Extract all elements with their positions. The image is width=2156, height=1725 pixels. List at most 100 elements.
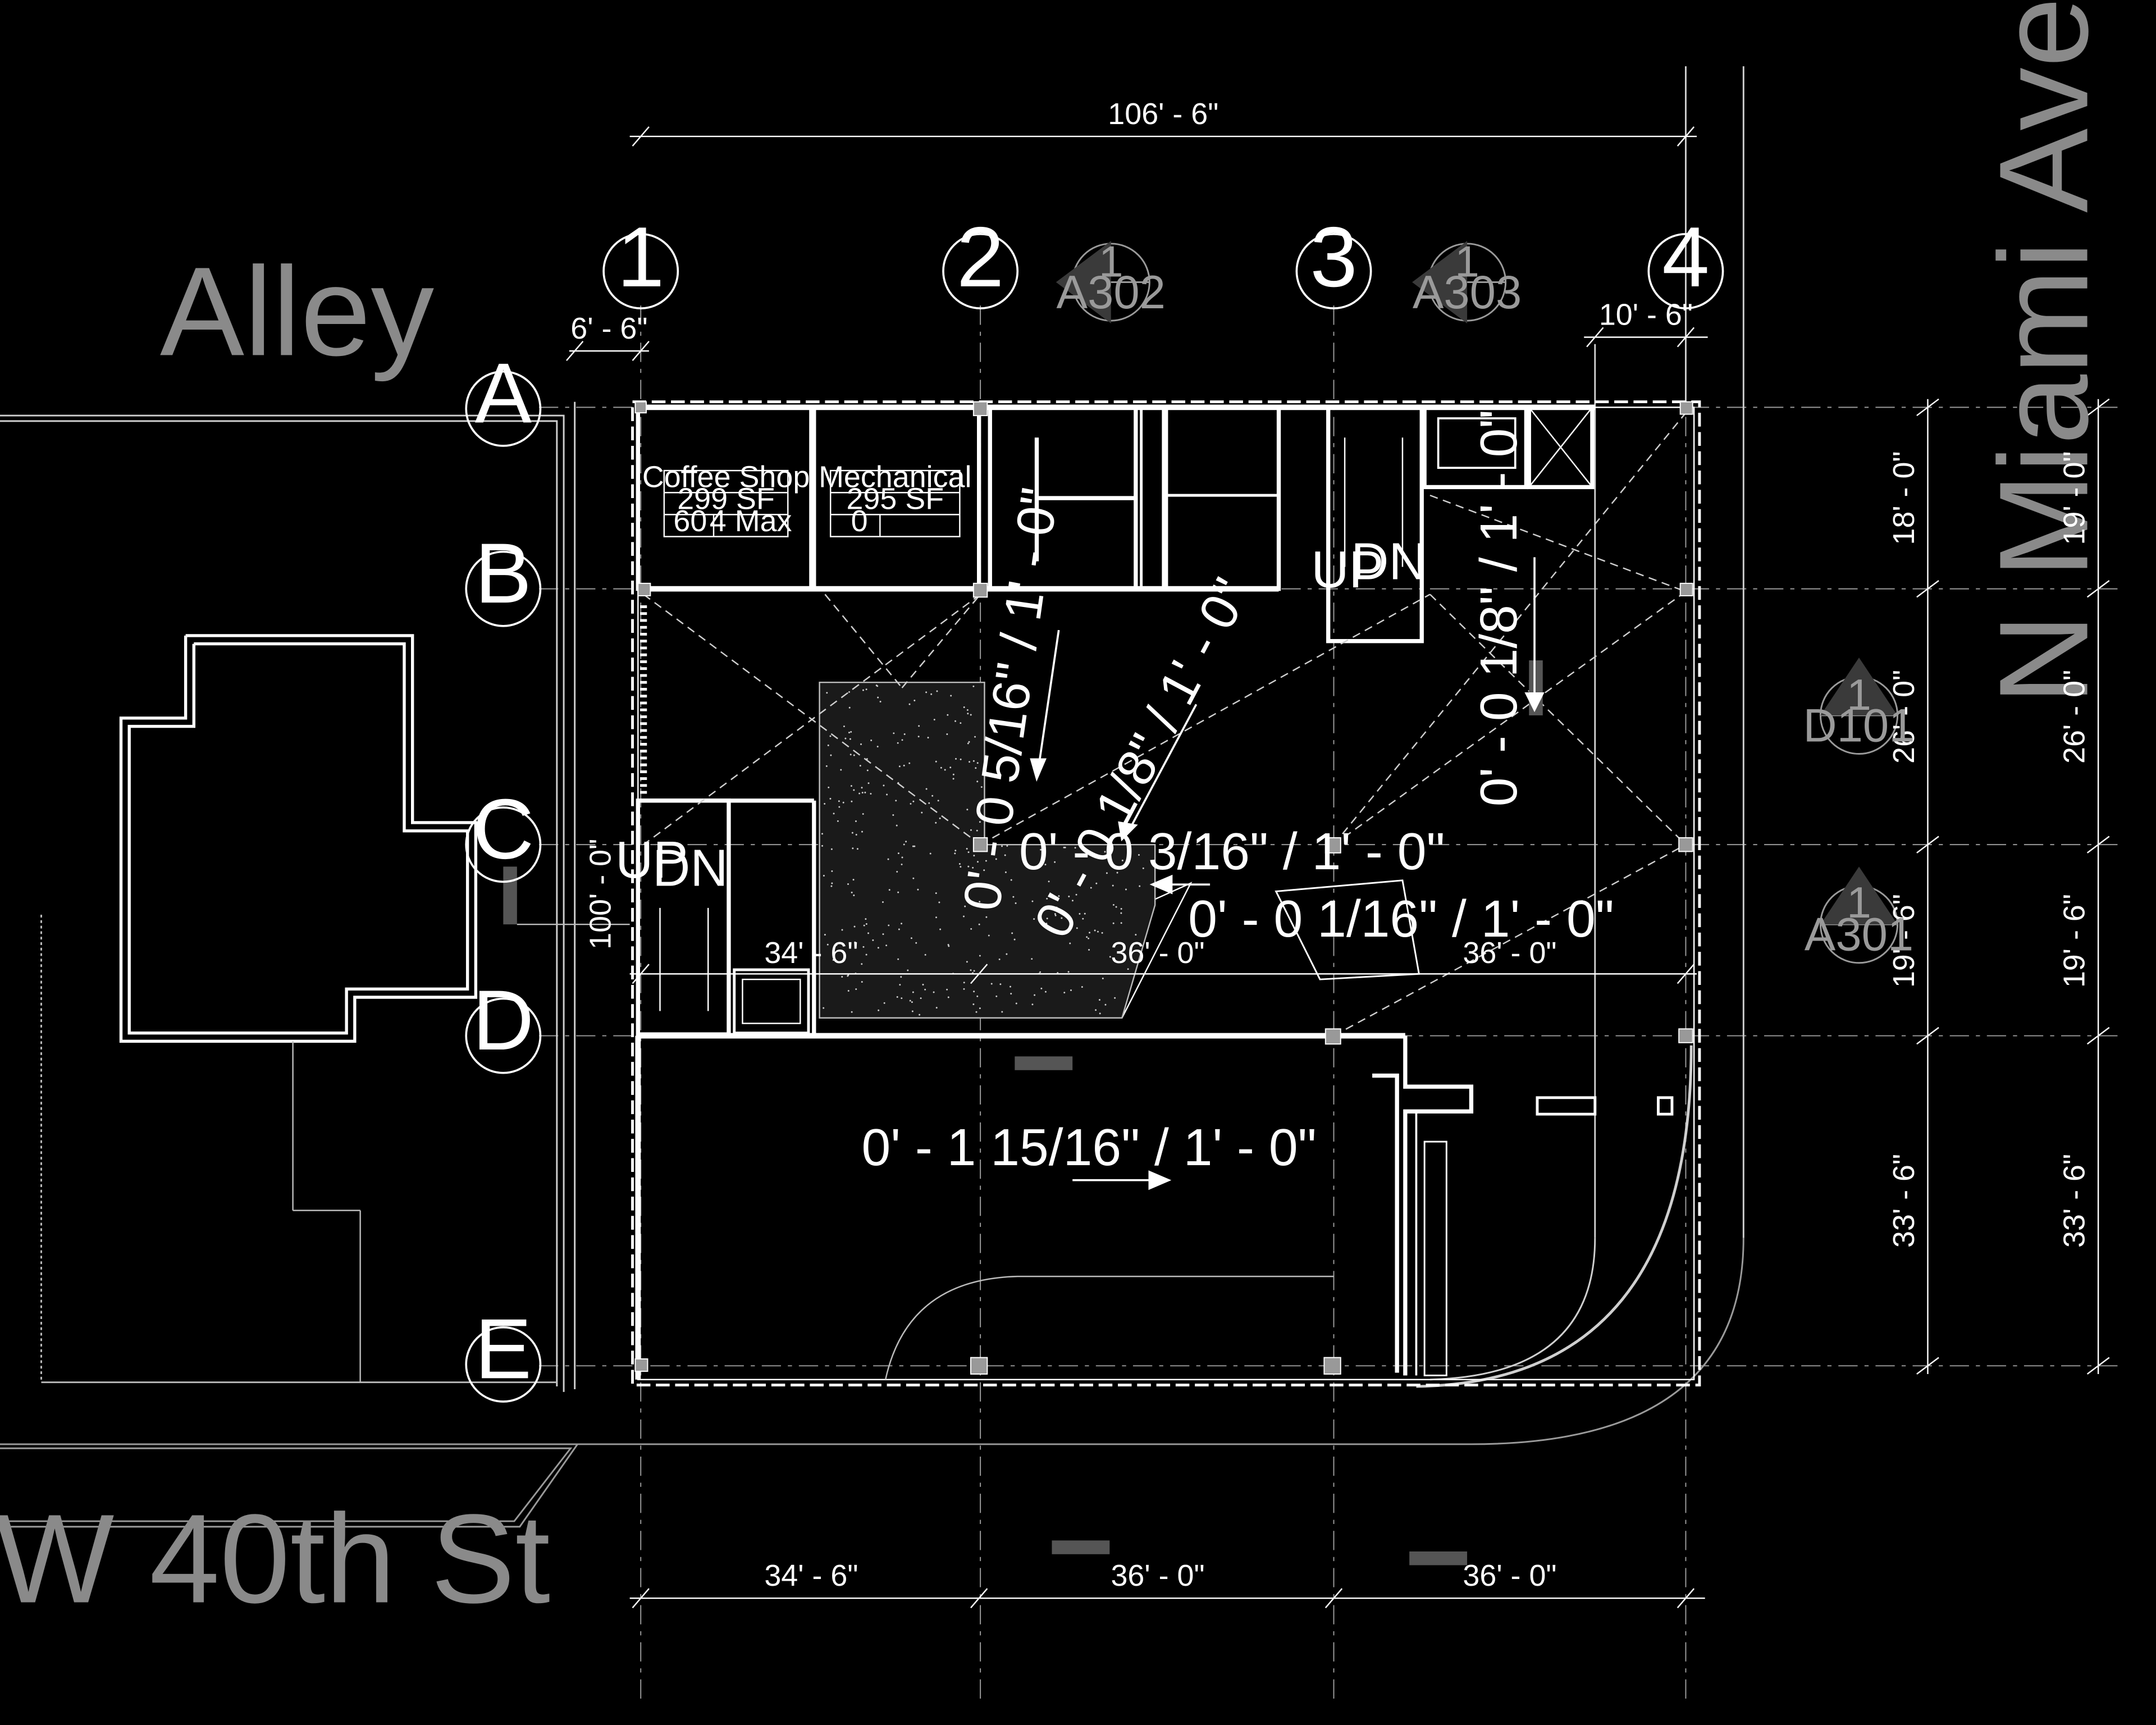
stair-ne-dn: DN <box>1351 532 1426 591</box>
hatch-dot <box>1139 885 1141 887</box>
hatch-dot <box>830 754 832 756</box>
hatch-dot <box>950 695 952 697</box>
hatch-dot <box>856 848 858 850</box>
room-area-mechanical: 295 SF <box>846 482 944 516</box>
hatch-dot <box>895 800 897 802</box>
dim-right-outer-1: 19' - 0" <box>2058 451 2091 545</box>
hatch-dot <box>976 829 978 832</box>
hatch-dot <box>921 811 923 814</box>
hatch-dot <box>1116 871 1118 874</box>
hatch-dot <box>983 869 985 871</box>
hatch-dot <box>1011 932 1013 934</box>
hatch-dot <box>1046 918 1048 920</box>
hatch-dot <box>946 733 948 735</box>
hatch-dot <box>841 929 843 931</box>
hatch-dot <box>862 813 864 815</box>
hatch-dot <box>1076 927 1078 929</box>
structural-columns <box>634 401 1693 1375</box>
hatch-dot <box>877 696 879 699</box>
grid-row-c: C <box>472 782 534 877</box>
hatch-dot <box>823 1007 825 1009</box>
hatch-dot <box>963 915 965 918</box>
hatch-dot <box>854 941 856 943</box>
hatch-dot <box>838 800 840 802</box>
hatch-dot <box>944 769 946 771</box>
hatch-dot <box>998 958 1001 960</box>
slope-label-6: 0' - 1 15/16" / 1' - 0" <box>861 1118 1316 1176</box>
hatch-dot <box>828 786 830 788</box>
hatch-dot <box>907 969 909 971</box>
hatch-dot <box>1106 872 1108 874</box>
hatch-dot <box>1056 906 1058 909</box>
hatch-dot <box>913 845 916 847</box>
hatch-dot <box>1090 887 1092 889</box>
hatch-dot <box>970 714 972 716</box>
hatch-dot <box>1127 968 1129 970</box>
hatch-dot <box>885 944 888 947</box>
hatch-dot <box>972 760 975 762</box>
hatch-dot <box>826 943 829 946</box>
grid-bubbles <box>465 232 1724 1403</box>
hatch-dot <box>1115 906 1117 908</box>
hatch-dot <box>913 700 916 701</box>
hatch-dot <box>847 883 849 885</box>
hatch-dot <box>896 996 898 998</box>
hatch-dot <box>876 685 879 687</box>
hatch-dot <box>896 870 898 873</box>
hatch-dot <box>1040 848 1042 851</box>
hatch-dot <box>1010 993 1012 995</box>
hatch-dot <box>933 719 935 721</box>
hatch-dot <box>960 758 962 760</box>
hatch-dot <box>901 856 903 859</box>
hatch-dot <box>947 943 949 946</box>
hatch-dot <box>899 984 901 986</box>
hatch-dot <box>862 689 864 691</box>
hatch-dot <box>1088 937 1090 939</box>
hatch-dot <box>861 830 863 833</box>
hatch-dot <box>1044 864 1047 866</box>
hatch-dot <box>1068 896 1070 897</box>
hatch-dot <box>848 691 850 693</box>
hatch-dot <box>823 875 825 877</box>
hatch-dot <box>955 757 957 760</box>
slope-label-4: 0' - 0 3/16" / 1' - 0" <box>1019 822 1445 880</box>
hatch-dot <box>980 786 983 788</box>
courtyard-speckle <box>821 684 1144 1016</box>
dim-right-outer-2: 26' - 0" <box>2058 670 2091 764</box>
hatch-dot <box>1097 930 1099 933</box>
hatch-dot <box>1082 918 1084 920</box>
hatch-dot <box>995 858 997 860</box>
hatch-dot <box>824 934 826 936</box>
hatch-dot <box>883 1002 885 1004</box>
hatch-dot <box>917 736 920 738</box>
section-a301-sheet: A301 <box>1805 909 1913 961</box>
hatch-dot <box>1045 923 1048 925</box>
hatch-dot <box>849 754 852 756</box>
hatch-dot <box>927 737 929 739</box>
dim-right-offset: 10' - 6" <box>1599 298 1693 331</box>
hatch-dot <box>1046 897 1048 900</box>
dimension-lines <box>517 126 2110 1609</box>
section-markers <box>1056 241 1899 964</box>
hatch-dot <box>1012 896 1015 898</box>
alley-label: Alley <box>160 240 435 382</box>
hatch-dot <box>1125 888 1127 891</box>
hatch-dot <box>1010 985 1011 988</box>
dim-left-offset: 6' - 6" <box>570 312 647 345</box>
hatch-dot <box>915 942 917 944</box>
hatch-dot <box>1044 991 1047 993</box>
hatch-dot <box>830 848 833 850</box>
east-street-label: N Miami Ave <box>1973 0 2114 705</box>
hatch-dot <box>865 923 867 925</box>
dim-right-inner-2: 26' - 0" <box>1887 670 1921 764</box>
hatch-dot <box>896 824 898 827</box>
hatch-dot <box>1102 977 1104 979</box>
hatch-dot <box>1034 994 1036 996</box>
hatch-dot <box>952 773 954 775</box>
hatch-dot <box>967 865 970 868</box>
hatch-dot <box>1054 914 1057 916</box>
hatch-dot <box>925 788 928 790</box>
hatch-dot <box>1061 917 1063 919</box>
room-occ-coffee-shop: 60 <box>673 504 707 538</box>
hatch-dot <box>979 955 981 957</box>
